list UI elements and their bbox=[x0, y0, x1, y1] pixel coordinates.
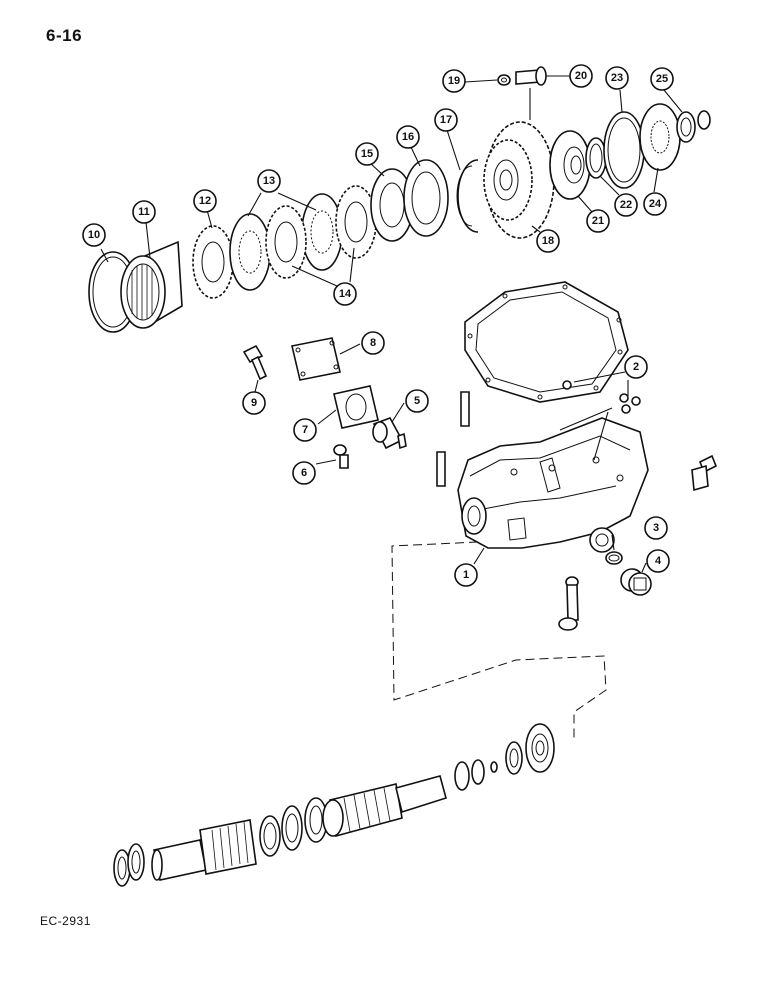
svg-text:23: 23 bbox=[611, 72, 623, 84]
pin-19 bbox=[497, 74, 511, 86]
callout-19: 19 bbox=[442, 69, 466, 93]
svg-text:13: 13 bbox=[263, 175, 275, 187]
svg-text:14: 14 bbox=[339, 288, 352, 300]
sensor-5 bbox=[372, 417, 407, 450]
svg-text:2: 2 bbox=[633, 361, 639, 373]
dowel-pins bbox=[436, 391, 470, 487]
clutch-plates-14 bbox=[265, 185, 377, 279]
splined-washer-24 bbox=[639, 103, 681, 171]
housing-bolts bbox=[558, 454, 718, 631]
svg-text:1: 1 bbox=[463, 569, 469, 581]
gasket bbox=[464, 281, 629, 403]
callout-24: 24 bbox=[643, 192, 667, 216]
gear-18 bbox=[483, 121, 555, 239]
svg-text:16: 16 bbox=[402, 131, 414, 143]
svg-text:25: 25 bbox=[656, 73, 668, 85]
svg-text:10: 10 bbox=[88, 229, 100, 241]
callout-16: 16 bbox=[396, 125, 420, 149]
callout-17: 17 bbox=[434, 108, 458, 132]
callout-13: 13 bbox=[257, 169, 281, 193]
assembly-outline bbox=[391, 541, 607, 742]
callout-11: 11 bbox=[132, 200, 156, 224]
gasket-7 bbox=[333, 385, 379, 429]
ring-22 bbox=[585, 137, 607, 179]
callout-4: 4 bbox=[646, 549, 670, 573]
snap-ring-17 bbox=[456, 159, 479, 233]
callout-23: 23 bbox=[605, 66, 629, 90]
callout-25: 25 bbox=[650, 67, 674, 91]
callout-15: 15 bbox=[355, 142, 379, 166]
svg-text:8: 8 bbox=[370, 337, 376, 349]
callout-6: 6 bbox=[292, 461, 316, 485]
callout-9: 9 bbox=[242, 391, 266, 415]
screw-6 bbox=[333, 444, 349, 469]
callout-7: 7 bbox=[293, 418, 317, 442]
washer-25 bbox=[676, 110, 711, 143]
svg-text:18: 18 bbox=[542, 235, 554, 247]
svg-text:24: 24 bbox=[649, 198, 662, 210]
o-ring-3 bbox=[605, 551, 623, 565]
callout-18: 18 bbox=[536, 229, 560, 253]
callout-21: 21 bbox=[586, 209, 610, 233]
svg-text:19: 19 bbox=[448, 75, 460, 87]
callout-5: 5 bbox=[405, 389, 429, 413]
callout-2: 2 bbox=[624, 355, 648, 379]
page-number: 6-16 bbox=[46, 26, 83, 45]
svg-text:15: 15 bbox=[361, 148, 373, 160]
output-shaft bbox=[113, 723, 555, 887]
clutch-plate-12 bbox=[192, 225, 234, 299]
svg-text:17: 17 bbox=[440, 114, 452, 126]
cover-plate-8 bbox=[291, 337, 341, 381]
ring-23 bbox=[603, 111, 645, 189]
figure-code: EC-2931 bbox=[40, 914, 91, 928]
svg-text:12: 12 bbox=[199, 195, 211, 207]
svg-text:20: 20 bbox=[575, 70, 587, 82]
svg-text:21: 21 bbox=[592, 215, 604, 227]
callout-14: 14 bbox=[333, 282, 357, 306]
callout-22: 22 bbox=[614, 193, 638, 217]
bolt-9 bbox=[242, 344, 268, 381]
svg-text:4: 4 bbox=[655, 555, 662, 567]
callout-20: 20 bbox=[569, 64, 593, 88]
svg-text:11: 11 bbox=[138, 206, 150, 218]
callout-8: 8 bbox=[361, 331, 385, 355]
svg-text:7: 7 bbox=[302, 424, 308, 436]
plug-4 bbox=[620, 568, 652, 596]
balls-2 bbox=[562, 380, 641, 414]
shaft-20 bbox=[515, 66, 547, 86]
svg-text:9: 9 bbox=[251, 397, 257, 409]
callout-12: 12 bbox=[193, 189, 217, 213]
svg-text:6: 6 bbox=[301, 467, 307, 479]
washer-16 bbox=[403, 159, 449, 237]
svg-text:5: 5 bbox=[414, 395, 420, 407]
callout-10: 10 bbox=[82, 223, 106, 247]
svg-text:3: 3 bbox=[653, 522, 659, 534]
housing-1 bbox=[457, 417, 649, 553]
callout-1: 1 bbox=[454, 563, 478, 587]
callout-3: 3 bbox=[644, 516, 668, 540]
svg-text:22: 22 bbox=[620, 199, 632, 211]
needle-bearing-11 bbox=[120, 240, 183, 329]
hub-21 bbox=[549, 130, 591, 200]
